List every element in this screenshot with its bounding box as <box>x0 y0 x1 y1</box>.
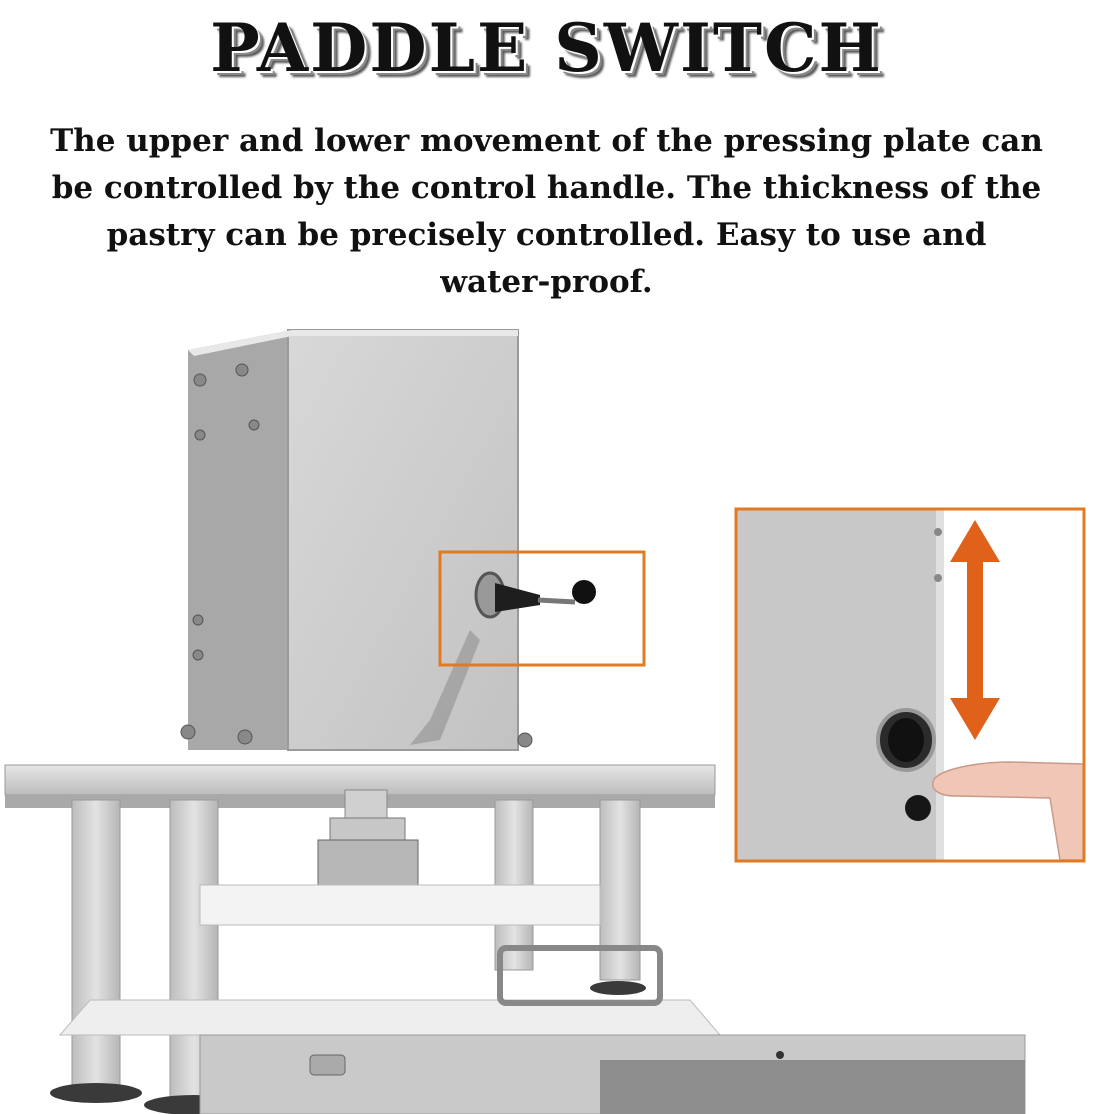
press-mechanism <box>199 817 601 926</box>
description-line-3: pastry can be precisely controlled. Easy… <box>106 217 987 253</box>
double-vertical-arrow-icon <box>950 520 1000 740</box>
handle-highlight-box <box>438 550 646 667</box>
page-title: PADDLE SWITCH <box>210 9 883 87</box>
inset-zoom-panel <box>734 507 1086 863</box>
description-line-1: The upper and lower movement of the pres… <box>50 123 1043 159</box>
description-line-4: water-proof. <box>440 264 653 300</box>
screw-icon <box>180 363 533 748</box>
motor-housing <box>180 329 533 751</box>
machine-illustration <box>4 329 1086 1114</box>
machine-base <box>58 945 1026 1114</box>
joystick-handle-icon <box>474 571 596 619</box>
description-line-2: be controlled by the control handle. The… <box>51 170 1042 206</box>
description: The upper and lower movement of the pres… <box>0 118 1093 306</box>
